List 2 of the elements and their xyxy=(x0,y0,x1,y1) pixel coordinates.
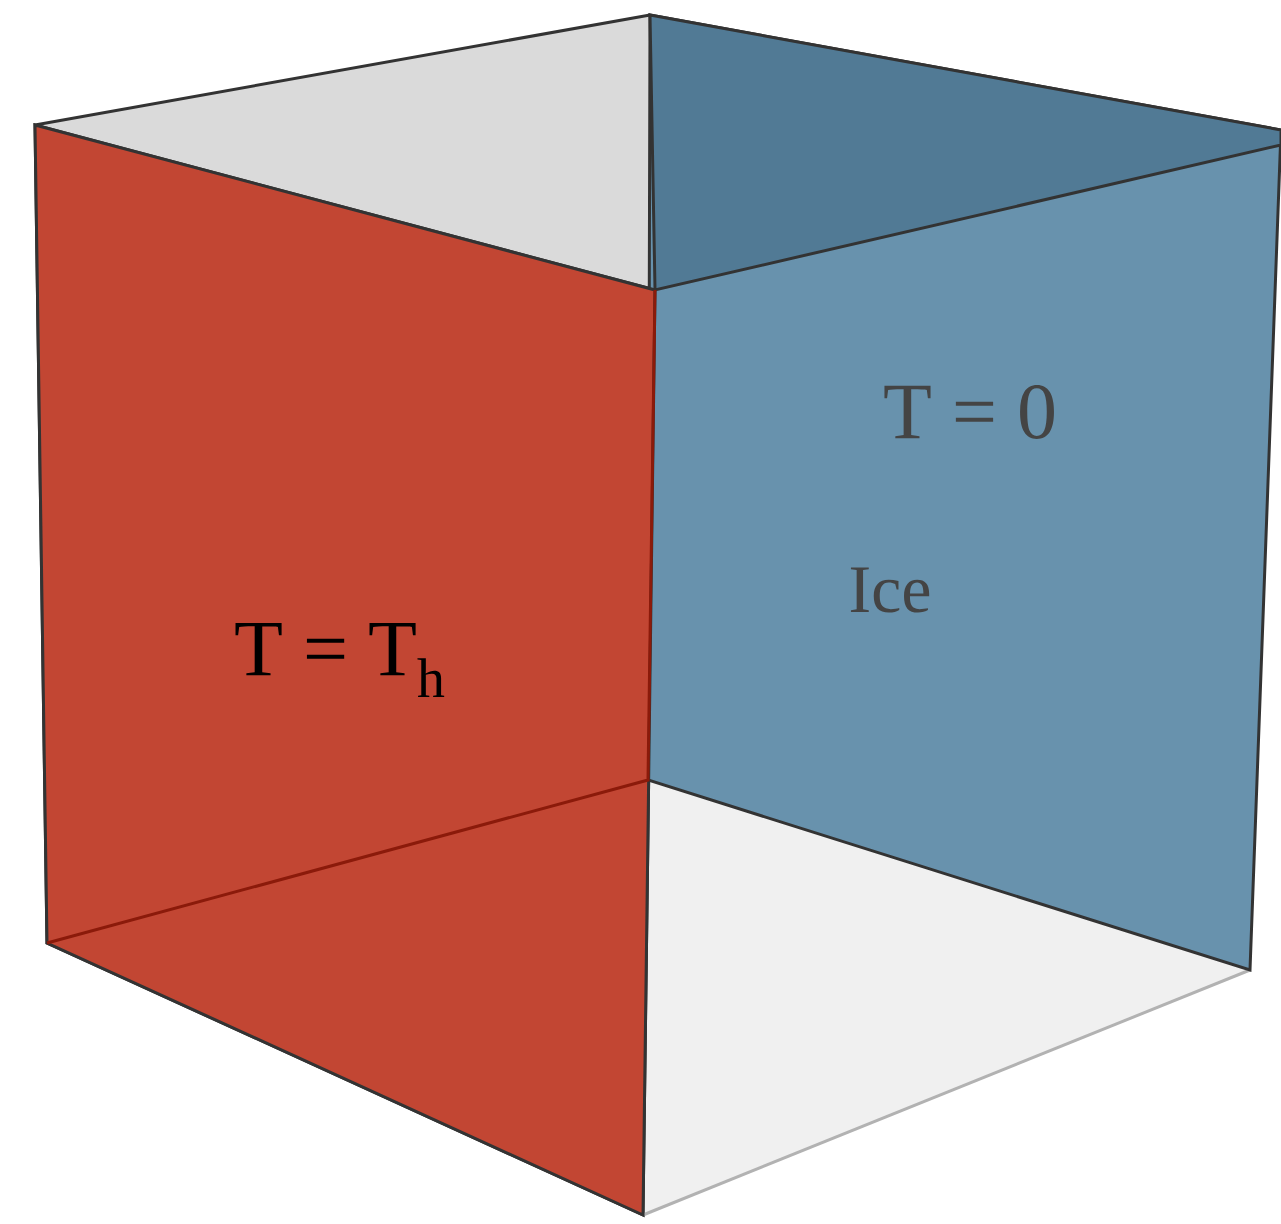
cube-face: T = 0 Ice xyxy=(646,13,1281,973)
cube-face: T = T$_{h}$ xyxy=(33,123,657,1218)
